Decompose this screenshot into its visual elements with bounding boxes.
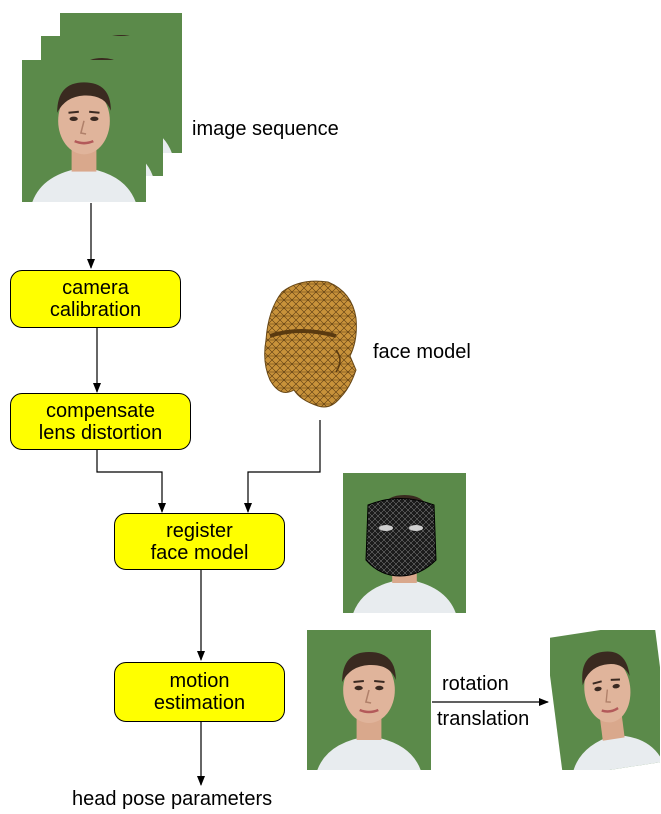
image-sequence-stack <box>22 13 182 202</box>
rotation-label: rotation <box>442 673 509 695</box>
step-label-line-2: calibration <box>49 299 142 321</box>
translation-label: translation <box>437 708 530 730</box>
step-label-line-1: camera <box>62 277 129 299</box>
step-label-line-2: face model <box>150 541 249 564</box>
image-sequence-frame-1 <box>22 60 146 202</box>
head-pose-parameters-label: head pose parameters <box>72 788 273 810</box>
face-photo-before-motion <box>307 630 431 770</box>
arrow-facemodel-to-register <box>244 420 321 513</box>
step-label-line-2: estimation <box>153 692 246 714</box>
step-label-line-1: motion <box>169 670 230 692</box>
step-label-line-2: lens distortion <box>38 421 163 444</box>
arrow-compensate-to-register <box>96 450 166 513</box>
face-model-label: face model <box>373 341 471 363</box>
connector-lines <box>87 203 549 786</box>
step-label-line-1: compensate <box>46 399 155 422</box>
step-label-line-1: register <box>166 519 233 542</box>
face-model-mesh-image <box>264 280 357 408</box>
registered-face-photo <box>343 473 466 613</box>
face-photo-after-motion <box>550 630 660 770</box>
image-sequence-label: image sequence <box>192 118 339 140</box>
